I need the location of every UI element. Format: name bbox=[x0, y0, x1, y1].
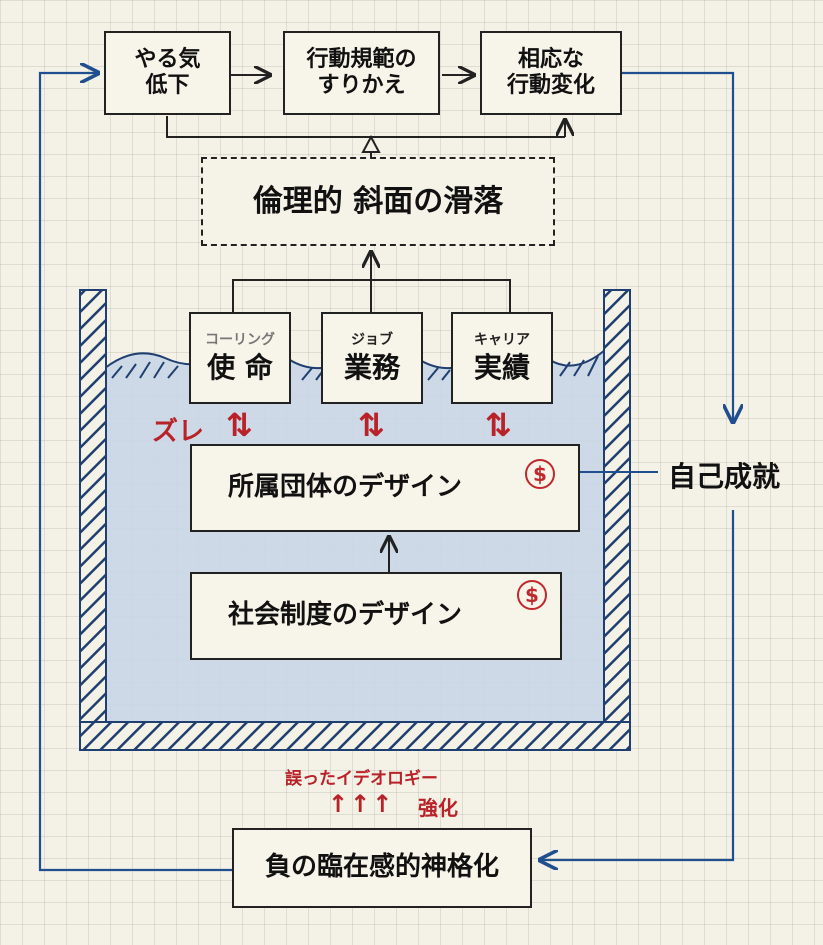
behavior-change-box: 相応な 行動変化 bbox=[480, 31, 622, 115]
norm-replacement-box: 行動規範の すりかえ bbox=[283, 31, 440, 115]
updown-arrow-career: ⇅ bbox=[485, 406, 512, 444]
social-design-label: 社会制度のデザイン bbox=[228, 600, 463, 631]
motivation-drop-line2: 低下 bbox=[145, 73, 190, 98]
org-design-label: 所属団体のデザイン bbox=[228, 472, 463, 503]
behavior-change-line2: 行動変化 bbox=[506, 73, 595, 98]
motivation-drop-box: やる気 低下 bbox=[104, 31, 231, 115]
gap-label: ズレ bbox=[152, 417, 205, 447]
role-career-small: キャリア bbox=[474, 331, 530, 348]
role-calling-big: 使 命 bbox=[207, 350, 273, 384]
social-design-box: 社会制度のデザイン $ bbox=[190, 572, 562, 660]
tank-floor bbox=[79, 721, 631, 751]
dollar-icon: $ bbox=[517, 580, 547, 610]
role-calling-small: コーリング bbox=[205, 331, 275, 348]
motivation-drop-line1: やる気 bbox=[134, 46, 201, 72]
updown-arrow-job: ⇅ bbox=[358, 406, 385, 444]
norm-replacement-line2: すりかえ bbox=[317, 73, 406, 98]
tank-right-wall bbox=[603, 289, 631, 751]
role-job-small: ジョブ bbox=[351, 331, 393, 348]
self-achievement-label: 自己成就 bbox=[668, 460, 781, 493]
negative-deification-box: 負の臨在感的神格化 bbox=[232, 828, 532, 908]
negative-deification-label: 負の臨在感的神格化 bbox=[264, 852, 499, 883]
norm-replacement-line1: 行動規範の bbox=[306, 46, 417, 72]
behavior-change-line1: 相応な bbox=[517, 46, 584, 72]
tank-left-wall bbox=[79, 289, 107, 751]
role-job-big: 業務 bbox=[343, 350, 400, 384]
reinforce-label: 強化 bbox=[418, 796, 458, 820]
org-design-box: 所属団体のデザイン $ bbox=[190, 444, 580, 532]
ethical-slope-label: 倫理的 斜面の滑落 bbox=[252, 183, 504, 219]
dollar-icon: $ bbox=[525, 459, 555, 489]
reinforce-arrows: ↑↑↑ bbox=[328, 790, 395, 818]
role-box-calling: コーリング 使 命 bbox=[189, 312, 291, 404]
role-career-big: 実績 bbox=[473, 350, 530, 384]
wrong-ideology-label: 誤ったイデオロギー bbox=[285, 769, 438, 789]
role-box-job: ジョブ 業務 bbox=[321, 312, 423, 404]
updown-arrow-calling: ⇅ bbox=[226, 406, 253, 444]
role-box-career: キャリア 実績 bbox=[451, 312, 553, 404]
water-hatch bbox=[111, 355, 599, 381]
water-fill bbox=[105, 347, 605, 722]
ethical-slope-box: 倫理的 斜面の滑落 bbox=[201, 157, 555, 246]
